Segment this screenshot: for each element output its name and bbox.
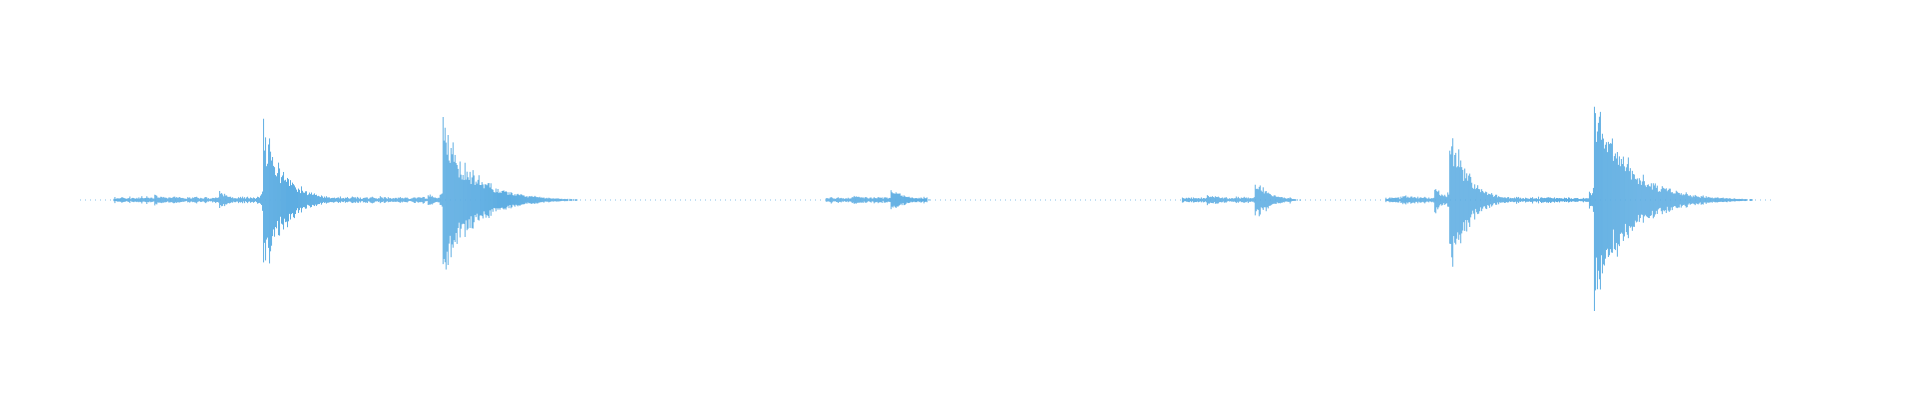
waveform-bars [113, 106, 1753, 312]
